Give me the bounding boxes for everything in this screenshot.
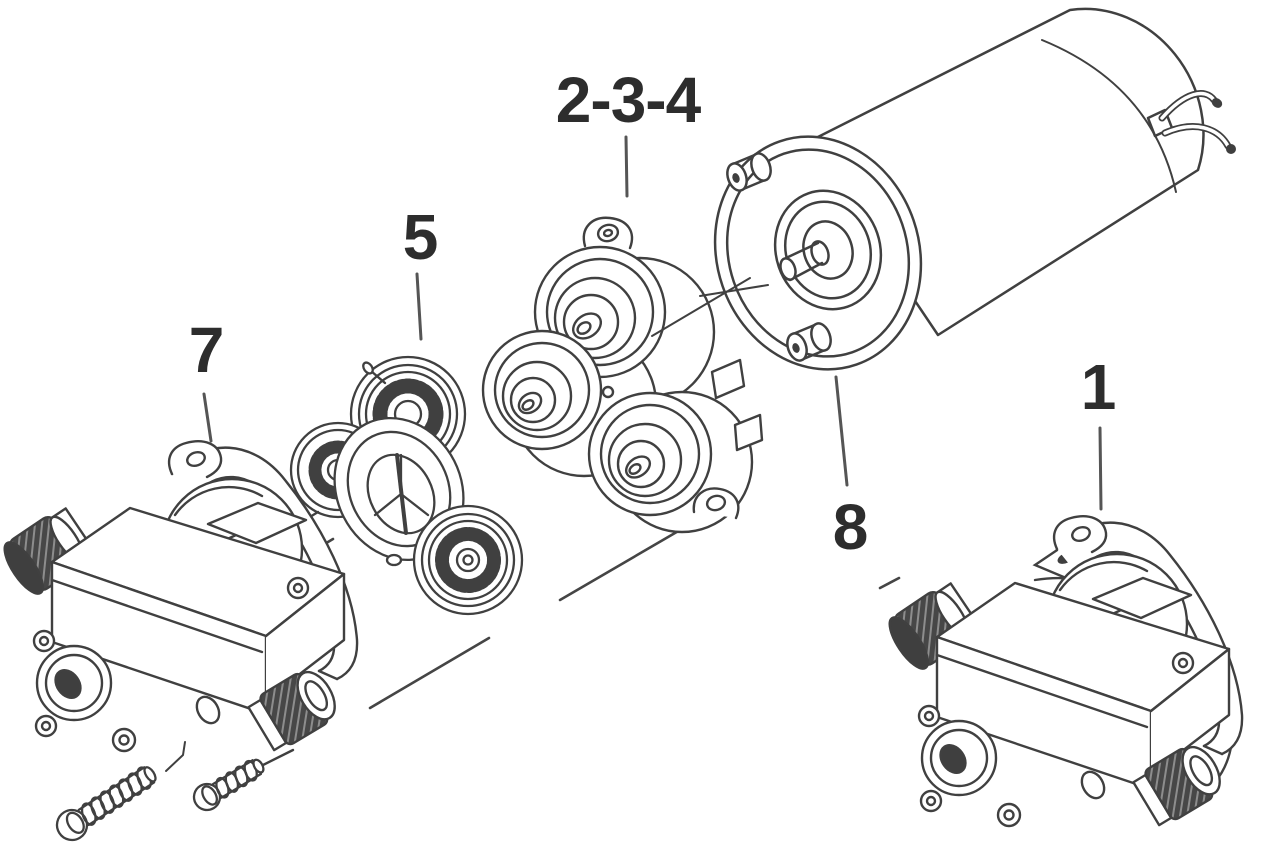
part-label-pump-head: 7	[188, 314, 225, 386]
leader-lines	[202, 135, 1103, 511]
valve-assembly-drawing	[481, 216, 769, 534]
leader-line-5	[415, 272, 423, 341]
part-label-valve-assembly: 2-3-4	[555, 64, 701, 136]
leader-line-8	[834, 375, 849, 487]
leader-line-1	[1098, 426, 1103, 511]
leader-line-7	[202, 392, 213, 443]
drive-assembly-drawing	[289, 355, 524, 616]
mounting-screws-drawing	[55, 741, 295, 842]
complete-pump-drawing	[881, 515, 1244, 830]
part-label-complete-pump: 1	[1080, 351, 1117, 423]
part-label-motor: 8	[832, 491, 869, 563]
leader-line-2-3-4	[624, 135, 629, 198]
motor-drawing	[713, 7, 1236, 371]
part-label-drive-assembly: 5	[402, 201, 439, 273]
